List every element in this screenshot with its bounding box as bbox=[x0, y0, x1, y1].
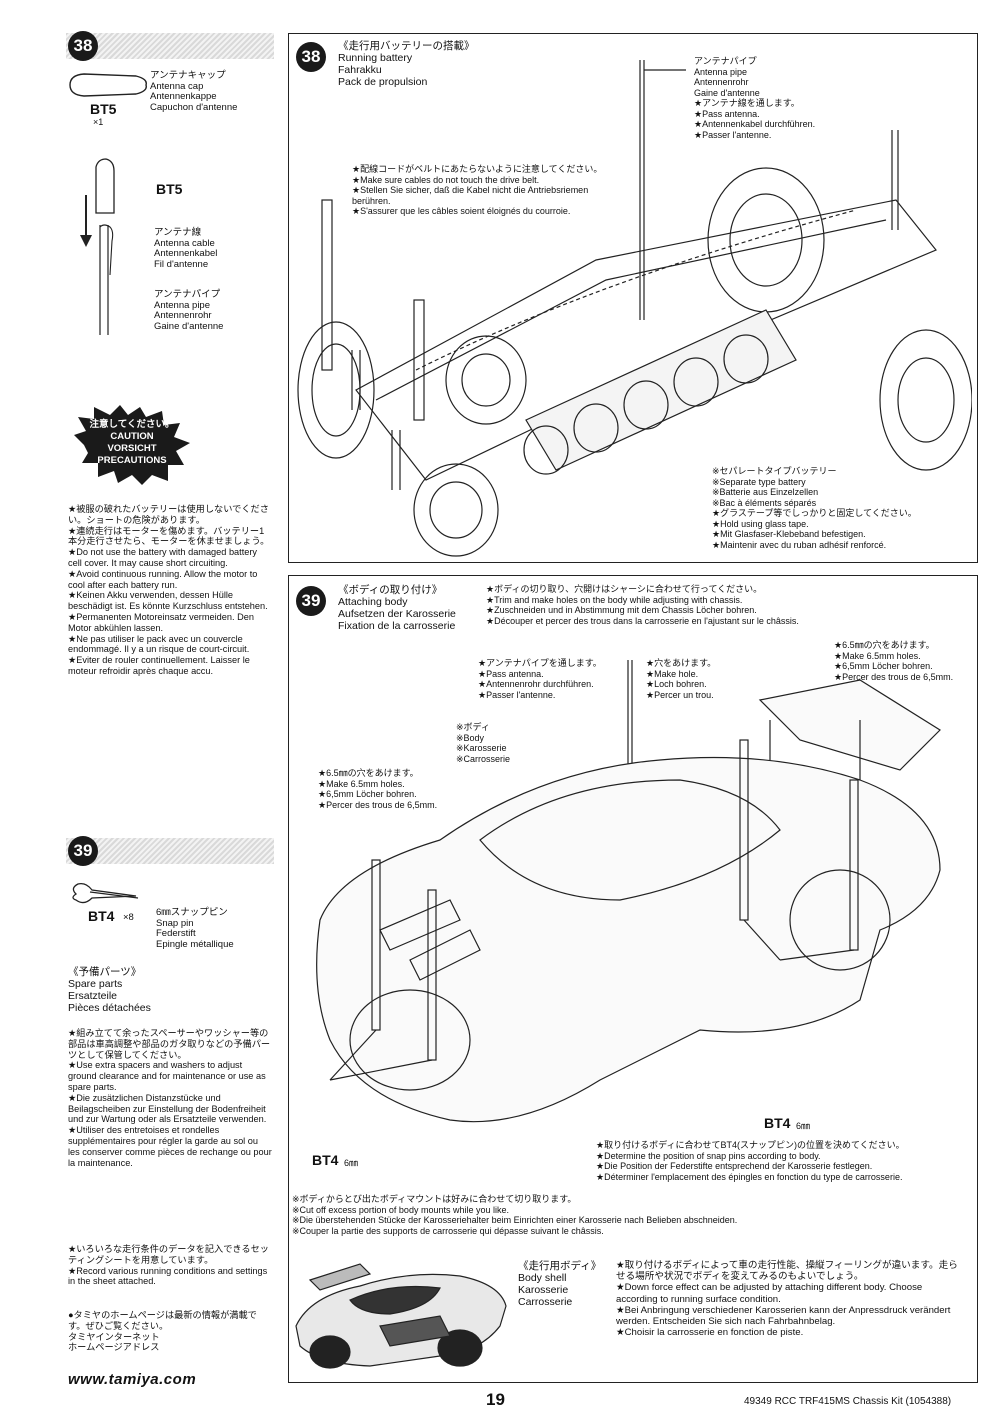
step-39-badge: 39 bbox=[68, 836, 98, 866]
bt4-right-label: BT4 bbox=[764, 1115, 791, 1131]
step-39-panel-badge: 39 bbox=[296, 586, 326, 616]
step-38-panel bbox=[288, 33, 978, 563]
step-39-cut-note: ※ボディからとび出たボディマウントは好みに合わせて切り取ります。 ※Cut of… bbox=[292, 1194, 738, 1236]
bt4-left-size: 6㎜ bbox=[344, 1158, 359, 1168]
antenna-cap-label: アンテナキャップ Antenna cap Antennenkappe Capuc… bbox=[150, 70, 238, 113]
step-39-hole-left: ★6.5㎜の穴をあけます。 ★Make 6.5mm holes. ★6,5mm … bbox=[318, 768, 438, 810]
step-39-downforce-note: ★取り付けるボディによって車の走行性能、操縦フィーリングが違います。走らせる場所… bbox=[616, 1260, 958, 1339]
bt4-code: BT4 bbox=[88, 908, 115, 924]
step-38-title: 《走行用バッテリーの搭載》 Running battery Fahrakku P… bbox=[338, 40, 475, 88]
caution-badge: 注意してください。 CAUTION VORSICHT PRECAUTIONS bbox=[72, 405, 192, 485]
bt5-side-code: BT5 bbox=[156, 181, 183, 197]
step-39-trim-note: ★ボディの切り取り、穴開けはシャーシに合わせて行ってください。 ★Trim an… bbox=[486, 584, 799, 626]
step-39-snap-note: ★取り付けるボディに合わせてBT4(スナップピン)の位置を決めてください。 ★D… bbox=[596, 1140, 905, 1182]
step-39-make-hole: ★穴をあけます。 ★Make hole. ★Loch bohren. ★Perc… bbox=[646, 658, 717, 700]
step-39-pass-antenna: ★アンテナパイプを通します。 ★Pass antenna. ★Antennenr… bbox=[478, 658, 602, 700]
page-number: 19 bbox=[486, 1390, 505, 1409]
step-39-title: 《ボディの取り付け》 Attaching body Aufsetzen der … bbox=[338, 584, 456, 632]
step-39-bar bbox=[66, 838, 274, 864]
snap-pin-icon bbox=[72, 882, 139, 904]
kit-info: 49349 RCC TRF415MS Chassis Kit (1054388) bbox=[744, 1396, 952, 1407]
spare-parts-label: 《予備パーツ》 Spare parts Ersatzteile Pièces d… bbox=[68, 966, 151, 1014]
antenna-cable-label: アンテナ線 Antenna cable Antennenkabel Fil d'… bbox=[154, 227, 218, 270]
caution-text: ★被服の破れたバッテリーは使用しないでください。ショートの危険があります。 ★連… bbox=[68, 504, 270, 676]
step-39-hole-right: ★6.5㎜の穴をあけます。 ★Make 6.5mm holes. ★6,5mm … bbox=[834, 640, 954, 682]
step-38-antenna-note: アンテナパイプ Antenna pipe Antennenrohr Gaine … bbox=[694, 56, 816, 140]
race-car-body-illustration bbox=[295, 1263, 507, 1369]
step-38-badge: 38 bbox=[68, 31, 98, 61]
tamiya-url[interactable]: www.tamiya.com bbox=[68, 1371, 197, 1388]
step-38-bar bbox=[66, 33, 274, 59]
homepage-text: ●タミヤのホームページは最新の情報が満載です。ぜひご覧ください。 タミヤインター… bbox=[68, 1310, 257, 1353]
antenna-pipe-label: アンテナパイプ Antenna pipe Antennenrohr Gaine … bbox=[154, 289, 224, 332]
car-body-illustration bbox=[316, 660, 941, 1123]
bt5-code: BT5 bbox=[90, 101, 117, 117]
record-sheet-text: ★いろいろな走行条件のデータを記入できるセッティングシートを用意しています。 ★… bbox=[68, 1244, 269, 1287]
step-38-cable-note: ★配線コードがベルトにあたらないように注意してください。 ★Make sure … bbox=[352, 164, 603, 216]
snap-pin-label: 6㎜スナップピン Snap pin Federstift Epingle mét… bbox=[156, 907, 234, 950]
bt4-qty: ×8 bbox=[123, 912, 134, 923]
spare-parts-text: ★組み立てて余ったスペーサーやワッシャー等の部品は車高調整や部品のガタ取りなどの… bbox=[68, 1028, 272, 1168]
bt4-right-size: 6㎜ bbox=[796, 1121, 811, 1131]
step-39-body-label: ※ボディ ※Body ※Karosserie ※Carrosserie bbox=[456, 722, 511, 764]
step-38-panel-badge: 38 bbox=[296, 42, 326, 72]
body-shell-label: 《走行用ボディ》 Body shell Karosserie Carrosser… bbox=[518, 1260, 602, 1308]
antenna-cap-icon bbox=[69, 73, 147, 97]
antenna-assembly-icon bbox=[80, 158, 115, 335]
bt5-qty: ×1 bbox=[93, 117, 104, 127]
step-38-battery-note: ※セパレートタイプバッテリー ※Separate type battery ※B… bbox=[712, 466, 917, 550]
caution-badge-text: 注意してください。 CAUTION VORSICHT PRECAUTIONS bbox=[89, 419, 175, 466]
chassis-battery-illustration bbox=[297, 60, 972, 557]
bt4-left-label: BT4 bbox=[312, 1152, 339, 1168]
